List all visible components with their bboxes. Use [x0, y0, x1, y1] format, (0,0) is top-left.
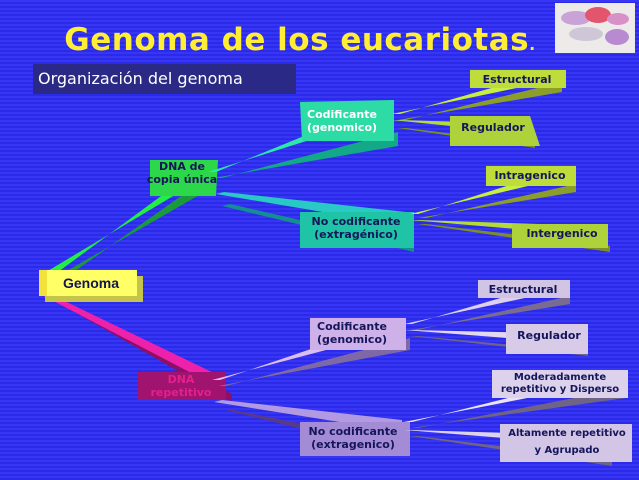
leaf-l4-plate: [500, 424, 632, 462]
unique-coding-label-plate: [300, 100, 394, 141]
repetitive-coding-label: Codificante (genomico): [306, 320, 398, 346]
leaf-u4-plate: [512, 224, 608, 248]
unique-branch-label: DNA de copia única: [138, 160, 226, 186]
leaf-l2-plate: [506, 324, 588, 354]
unique-label-line2: copia única: [146, 173, 218, 186]
unique-coding-line1: Codificante: [307, 108, 377, 121]
leaf-u1-plate: [470, 70, 566, 88]
page-title: Genoma de los eucariotas.: [0, 22, 600, 58]
repetitive-noncoding-line1: No codificante: [308, 425, 398, 438]
leaf-repetitive-moderate: Moderadamente repetitivo y Disperso: [490, 372, 630, 396]
leaf-repetitive-high: Altamente repetitivo y Agrupado: [500, 425, 634, 459]
branch-unique-label-plate: [150, 160, 218, 196]
leaf-high-line1: Altamente repetitivo: [508, 428, 626, 439]
leaf-unique-noncoding-intergenic: Intergenico: [526, 227, 598, 240]
repetitive-noncoding-line2: (extragenico): [311, 438, 395, 451]
unique-noncoding-label-plate: [300, 212, 414, 248]
unique-noncoding-line2: (extragénico): [314, 228, 398, 241]
root-node-box: [39, 270, 137, 296]
title-text: Genoma de los eucariotas: [64, 22, 530, 58]
leaf-repetitive-coding-regulator: Regulador: [517, 329, 581, 342]
leaf-unique-coding-structural: Estructural: [482, 73, 552, 86]
repetitive-coding-line2: (genomico): [316, 333, 388, 346]
repetitive-branch-label: DNA repetitivo: [136, 373, 226, 399]
leaf-moderate-line1: Moderadamente: [513, 372, 607, 383]
rep-noncoding-label-plate: [300, 422, 410, 456]
repetitive-label-line1: DNA: [167, 373, 195, 386]
repetitive-label-line2: repetitivo: [150, 386, 212, 399]
repetitive-noncoding-label: No codificante (extragenico): [298, 425, 408, 451]
leaf-l1-plate: [478, 280, 570, 298]
leaf-u3-plate: [486, 166, 576, 186]
title-period: .: [529, 35, 536, 54]
microscopy-thumbnail: [555, 3, 635, 53]
unique-label-line1: DNA de: [158, 160, 205, 173]
unique-noncoding-line1: No codificante: [311, 215, 401, 228]
repetitive-coding-line1: Codificante: [317, 320, 387, 333]
leaf-unique-coding-regulator: Regulador: [461, 121, 525, 134]
leaf-unique-noncoding-intragenic: Intragenico: [494, 169, 566, 182]
subtitle-banner: Organización del genoma: [33, 64, 296, 94]
unique-coding-line2: (genomico): [306, 121, 378, 134]
leaf-repetitive-coding-structural: Estructural: [488, 283, 558, 296]
leaf-u2-plate: [450, 116, 540, 146]
repetitive-label-plate: [138, 372, 226, 400]
leaf-high-line2: y Agrupado: [534, 445, 600, 456]
unique-noncoding-label: No codificante (extragénico): [300, 215, 412, 241]
branch-repetitive: [40, 294, 220, 388]
unique-coding-label: Codificante (genomico): [296, 108, 388, 134]
leaf-l3-plate: [492, 370, 628, 398]
rep-coding-label-plate: [310, 318, 406, 350]
leaf-moderate-line2: repetitivo y Disperso: [500, 384, 620, 395]
root-node-label: Genoma: [62, 275, 119, 291]
